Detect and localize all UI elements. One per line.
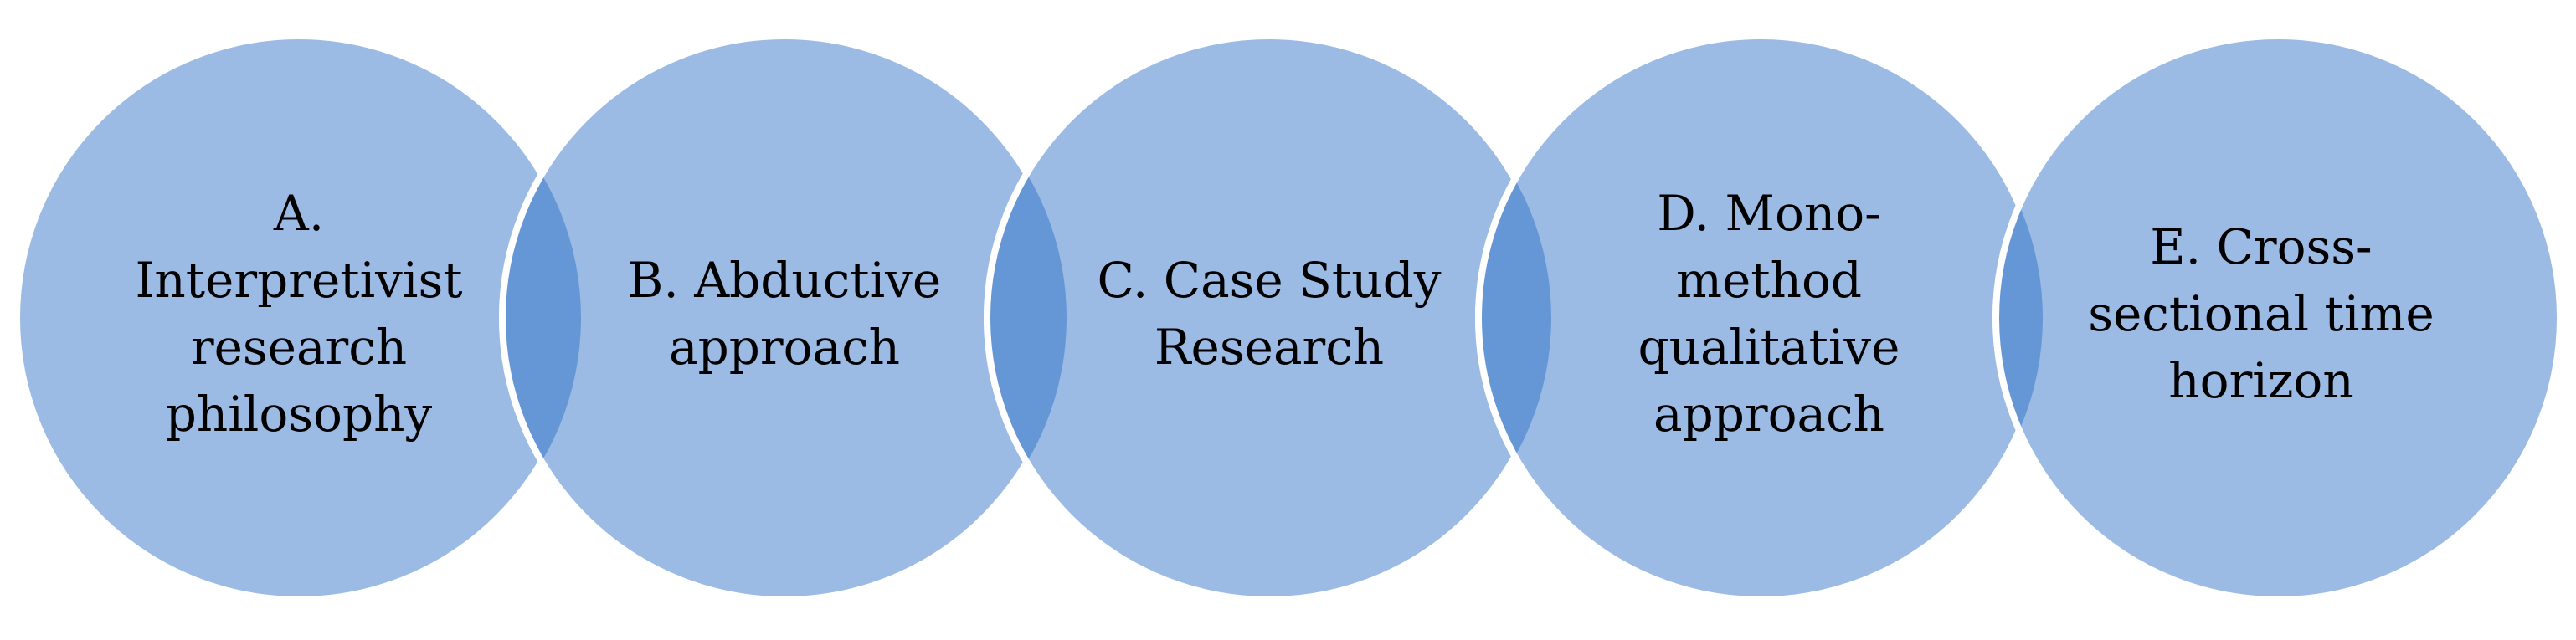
overlap-d-e <box>1992 36 2043 600</box>
label-d: D. Mono- method qualitative approach <box>1638 185 1900 443</box>
overlap-a-b <box>499 36 581 600</box>
overlap-b-c <box>984 36 1067 600</box>
label-c: C. Case Study Research <box>1097 252 1442 376</box>
overlap-c-d <box>1475 36 1551 600</box>
label-e: E. Cross- sectional time horizon <box>2088 218 2435 409</box>
label-b: B. Abductive approach <box>627 252 942 376</box>
label-a: A. Interpretivist research philosophy <box>135 185 463 443</box>
